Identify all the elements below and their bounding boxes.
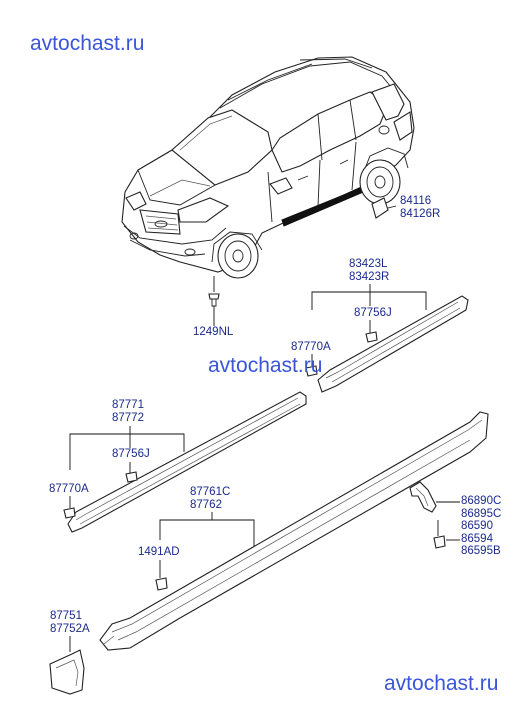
callout-84126r: 84126R: [400, 208, 441, 220]
part-87756j-clip-upper: [365, 331, 378, 343]
callout-84116: 84116: [400, 195, 432, 207]
part-87770a-clip-lower: [63, 507, 76, 519]
callout-87772: 87772: [112, 412, 144, 424]
part-87761c-side-sill: [99, 411, 489, 651]
leader-87771: [69, 433, 185, 470]
vehicle-illustration: [121, 56, 415, 279]
watermark-middle: avtochast.ru: [208, 354, 323, 377]
part-87771-front-door-moulding: [67, 391, 307, 533]
callout-86890c: 86890C: [461, 495, 502, 507]
callout-87770a-upper: 87770A: [291, 341, 331, 353]
leader-87761c: [159, 519, 255, 546]
callout-87771: 87771: [112, 399, 144, 411]
part-86890c-bracket: [409, 481, 460, 549]
callout-86595b: 86595B: [461, 545, 501, 557]
part-1491ad-clip: [155, 577, 168, 591]
part-87770a-clip-upper: [305, 365, 318, 377]
callout-83423r: 83423R: [349, 271, 390, 283]
callout-1491ad: 1491AD: [138, 546, 180, 558]
callout-87770a-lower: 87770A: [49, 483, 89, 495]
callout-87762: 87762: [190, 499, 222, 511]
callout-86895c: 86895C: [461, 508, 502, 520]
watermark-top: avtochast.ru: [30, 32, 145, 55]
callout-87751: 87751: [50, 610, 82, 622]
callout-86590: 86590: [461, 520, 493, 532]
callout-1249nl: 1249NL: [193, 326, 234, 338]
part-87751-mud-guard: [49, 636, 85, 695]
part-1249nl-screw: [208, 276, 220, 326]
part-87756j-clip-lower: [125, 471, 138, 483]
watermark-bottom: avtochast.ru: [384, 672, 499, 695]
callout-87761c: 87761C: [190, 486, 231, 498]
callout-87752a: 87752A: [50, 623, 90, 635]
callout-87756j-lower: 87756J: [112, 448, 150, 460]
callout-83423l: 83423L: [349, 258, 388, 270]
leader-83423: [311, 291, 427, 310]
part-84116-emblem: [371, 197, 389, 219]
part-83423-door-moulding: [317, 295, 469, 393]
callout-87756j-upper: 87756J: [354, 307, 392, 319]
callout-86594: 86594: [461, 533, 493, 545]
